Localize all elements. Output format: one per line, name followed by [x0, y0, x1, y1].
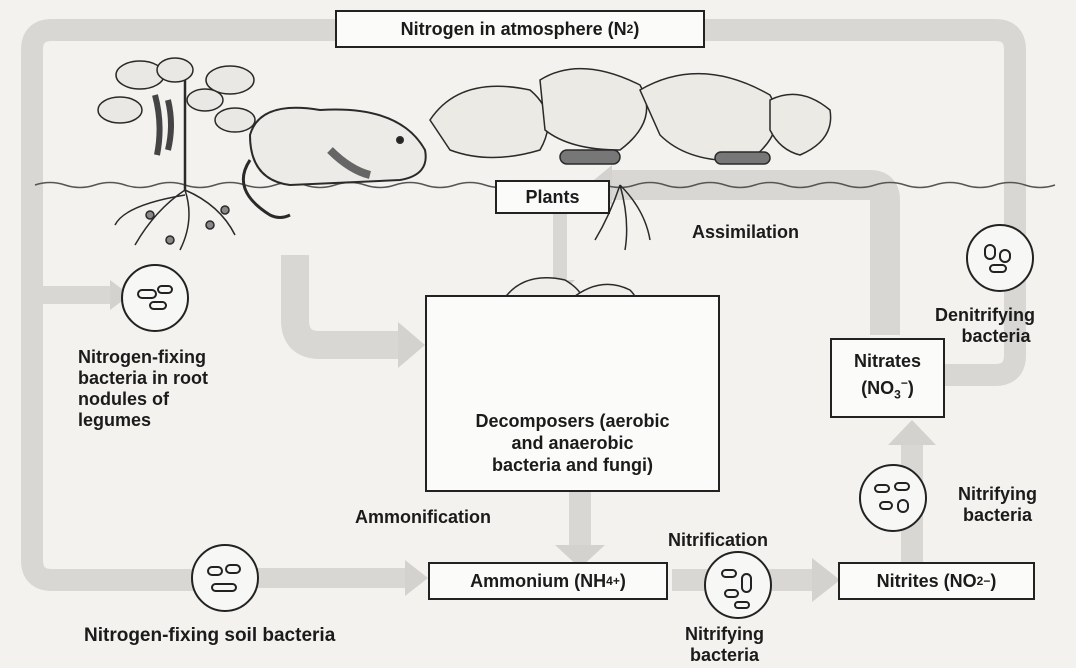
atmosphere-label: Nitrogen in atmosphere (N: [401, 19, 627, 40]
node-nitrates: Nitrates (NO3−): [830, 338, 945, 418]
nitrites-sub: 2: [977, 574, 984, 588]
node-decomposers: Decomposers (aerobic and anaerobic bacte…: [425, 295, 720, 492]
nitrifying-right-line-1: Nitrifying: [958, 484, 1037, 505]
nitrates-sub: 3: [894, 388, 901, 402]
root-bacteria-line-2: bacteria in root: [78, 368, 208, 389]
nitrifying-bottom-line-1: Nitrifying: [685, 624, 764, 645]
nitrates-line-2: (NO: [861, 378, 894, 398]
label-nitrifying-bottom: Nitrifying bacteria: [685, 624, 764, 666]
plants-label: Plants: [525, 187, 579, 208]
nitrites-label: Nitrites (NO: [877, 571, 977, 592]
ammonium-sup: +: [613, 574, 620, 588]
root-bacteria-line-4: legumes: [78, 410, 208, 431]
denitrifying-line-2: bacteria: [935, 326, 1035, 347]
label-assimilation: Assimilation: [692, 222, 799, 243]
bacteria-icon-soil: [192, 545, 258, 611]
nitrifying-right-line-2: bacteria: [958, 505, 1037, 526]
bacteria-icon-nitrifying-right: [860, 465, 926, 531]
nitrites-tail: ): [990, 571, 996, 592]
bacteria-icon-denitrifying: [967, 225, 1033, 291]
ammonium-label: Ammonium (NH: [470, 571, 606, 592]
nitrifying-bottom-line-2: bacteria: [685, 645, 764, 666]
ammonium-sub: 4: [606, 574, 613, 588]
bacteria-icon-root-nodules: [122, 265, 188, 331]
root-bacteria-line-3: nodules of: [78, 389, 208, 410]
decomposers-line-3: bacteria and fungi): [475, 454, 669, 476]
atmosphere-sub: 2: [627, 22, 634, 36]
denitrifying-line-1: Denitrifying: [935, 305, 1035, 326]
bacteria-icon-nitrifying-bottom: [705, 552, 771, 618]
label-nitrifying-right: Nitrifying bacteria: [958, 484, 1037, 526]
decomposers-line-1: Decomposers (aerobic: [475, 410, 669, 432]
atmosphere-tail: ): [633, 19, 639, 40]
decomposers-line-2: and anaerobic: [475, 432, 669, 454]
nitrites-sup: −: [983, 574, 990, 588]
label-nitrification: Nitrification: [668, 530, 768, 551]
label-soil-bacteria: Nitrogen-fixing soil bacteria: [84, 625, 335, 646]
nitrates-sup: −: [901, 376, 908, 390]
label-ammonification: Ammonification: [355, 507, 491, 528]
label-denitrifying: Denitrifying bacteria: [935, 305, 1035, 347]
ammonium-tail: ): [620, 571, 626, 592]
nitrates-line-1: Nitrates: [854, 350, 921, 372]
label-root-bacteria: Nitrogen-fixing bacteria in root nodules…: [78, 347, 208, 431]
root-bacteria-line-1: Nitrogen-fixing: [78, 347, 208, 368]
nitrates-tail: ): [908, 378, 914, 398]
node-plants: Plants: [495, 180, 610, 214]
